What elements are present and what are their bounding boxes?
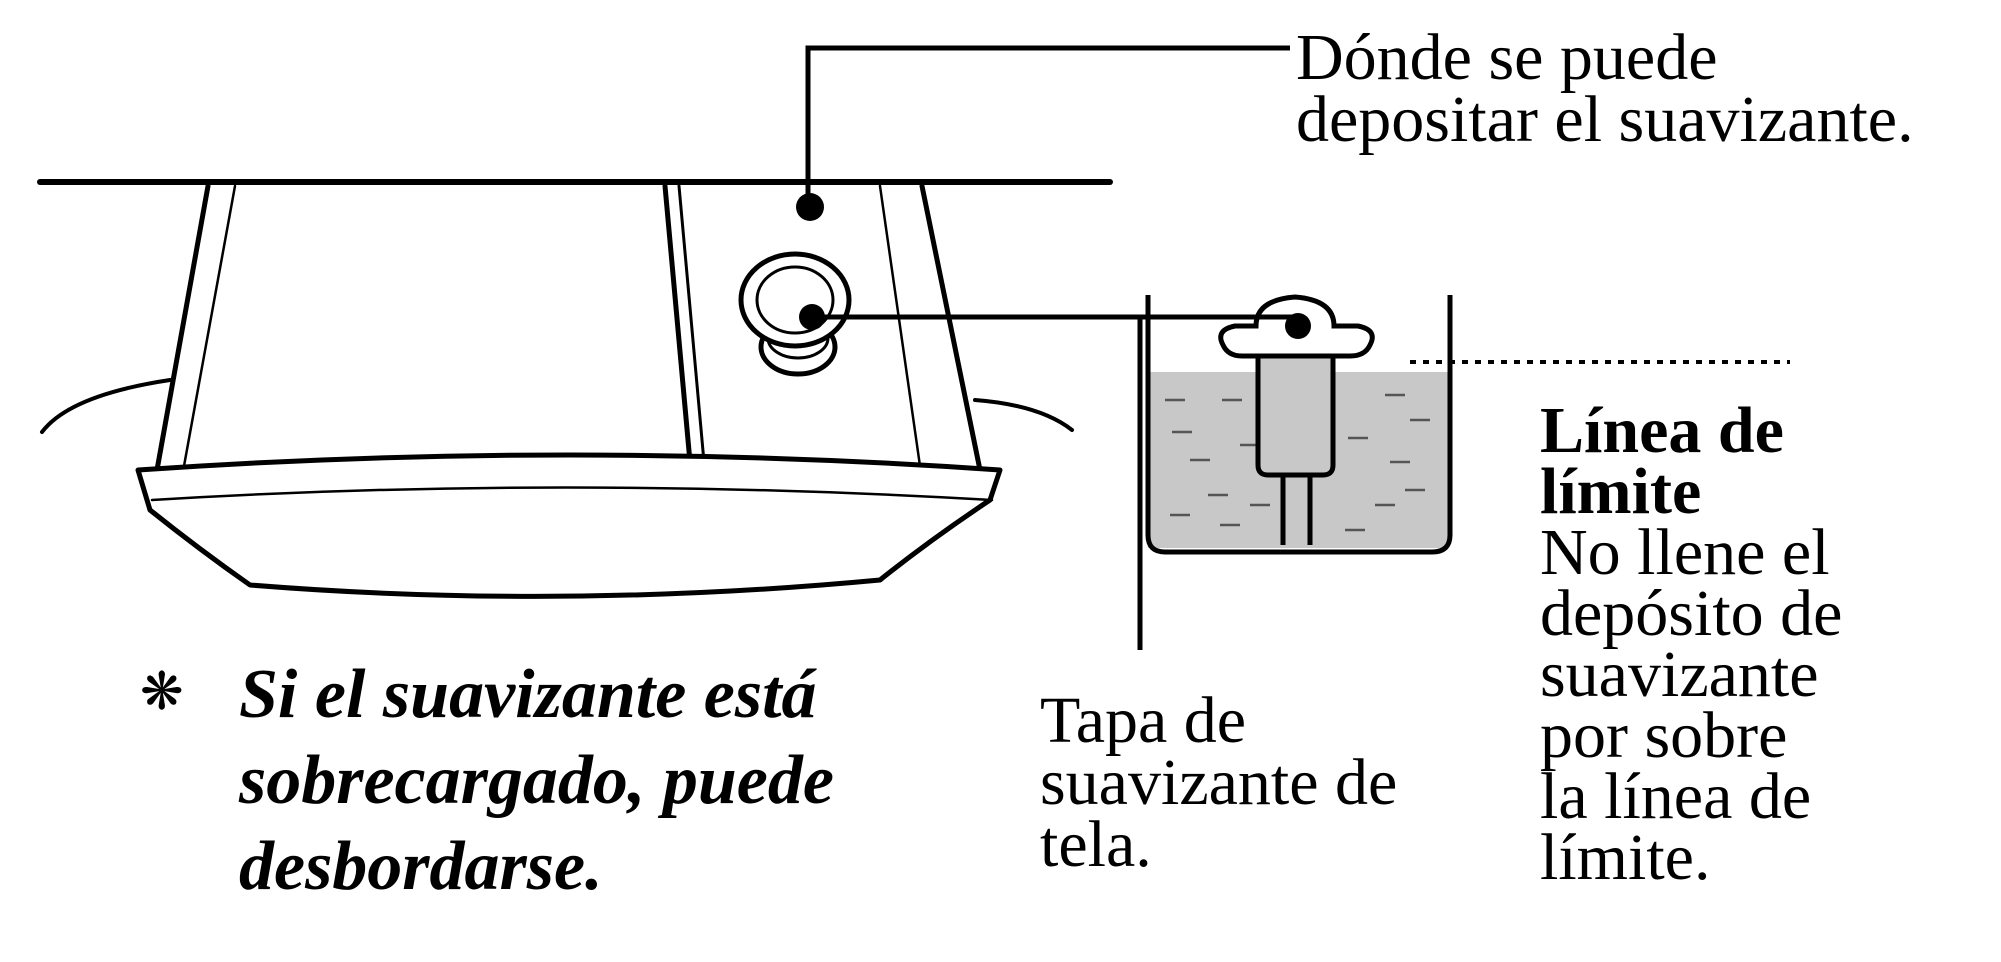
right-swoosh <box>973 398 1074 432</box>
warning-line-3: desbordarse. <box>239 828 603 905</box>
cap-line-1: Tapa de <box>1040 684 1247 757</box>
overflow-warning: ❋ Si el suavizante está sobrecargado, pu… <box>140 656 834 918</box>
leader-lines <box>805 45 1298 650</box>
limit-title-line-1: Línea de <box>1540 394 1784 467</box>
label-where-line-2: depositar el suavizante. <box>1296 83 1914 156</box>
limit-text-line-3: suavizante <box>1540 638 1819 711</box>
dispenser-drawer <box>37 179 1113 599</box>
limit-text-line-1: No llene el <box>1540 516 1830 589</box>
warning-line-2: sobrecargado, puede <box>239 742 834 819</box>
cap-line-2: suavizante de <box>1040 746 1398 819</box>
limit-text-line-4: por sobre <box>1540 699 1788 772</box>
limit-text-line-2: depósito de <box>1540 577 1843 650</box>
label-limit-line: Línea de límite No llene el depósito de … <box>1540 394 1843 894</box>
warning-line-1: Si el suavizante está <box>239 656 817 733</box>
limit-title-line-2: límite <box>1540 455 1702 528</box>
pointer-dot-where <box>796 193 824 221</box>
container-section <box>1145 294 1790 555</box>
limit-text-line-6: límite. <box>1540 821 1711 894</box>
pointer-dot-cap <box>799 304 825 330</box>
label-where-line-1: Dónde se puede <box>1296 21 1718 94</box>
drawer-front <box>135 452 1003 599</box>
limit-text-line-5: la línea de <box>1540 760 1812 833</box>
left-swoosh <box>40 378 172 434</box>
cap-line-3: tela. <box>1040 808 1152 881</box>
label-where-to-add: Dónde se puede depositar el suavizante. <box>1296 21 1914 156</box>
asterisk-icon: ❋ <box>140 662 184 722</box>
pointer-dot-siphon <box>1285 313 1311 339</box>
container-wall <box>1145 295 1453 555</box>
label-softener-cap: Tapa de suavizante de tela. <box>1040 684 1398 881</box>
siphon-tube <box>1255 356 1336 545</box>
leader-where <box>805 45 1290 207</box>
